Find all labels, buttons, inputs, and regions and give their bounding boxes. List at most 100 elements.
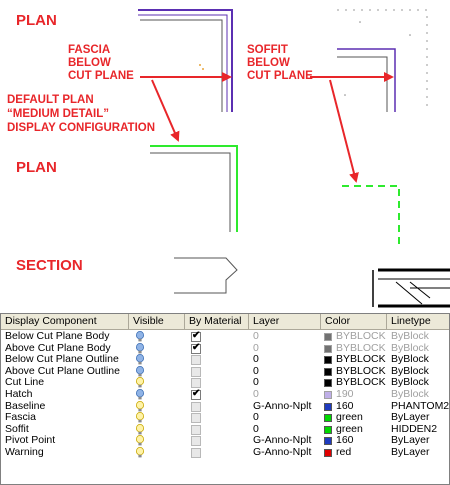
checkmark-icon: ✔	[192, 330, 201, 341]
color-value[interactable]: green	[336, 412, 363, 424]
color-value[interactable]: BYBLOCK	[336, 342, 386, 354]
lightbulb-off-icon[interactable]	[135, 446, 145, 459]
table-row[interactable]: Fascia 0 green ByLayer	[1, 412, 449, 424]
layer-value[interactable]: 0	[253, 377, 259, 389]
color-value[interactable]: green	[336, 423, 363, 435]
by-material-checkbox[interactable]	[191, 448, 201, 458]
layer-value[interactable]: G-Anno-Nplt	[253, 447, 312, 458]
by-material-checkbox[interactable]	[191, 413, 201, 424]
by-material-checkbox[interactable]: ✔	[191, 330, 201, 342]
column-header-color[interactable]: Color	[321, 314, 387, 330]
by-material-checkbox[interactable]: ✔	[191, 341, 201, 354]
linetype-value[interactable]: ByBlock	[391, 342, 429, 354]
fascia-green-drawing	[150, 145, 238, 232]
linetype-value[interactable]: ByBlock	[391, 331, 429, 342]
layer-value[interactable]: 0	[253, 354, 259, 366]
column-header-display-component[interactable]: Display Component	[1, 314, 129, 330]
layer-value[interactable]: G-Anno-Nplt	[253, 435, 312, 447]
color-swatch	[324, 356, 332, 365]
linetype-value[interactable]: ByLayer	[391, 447, 430, 458]
lightbulb-on-icon[interactable]	[135, 354, 145, 366]
lightbulb-off-icon[interactable]	[135, 412, 145, 424]
layer-value[interactable]: G-Anno-Nplt	[253, 400, 312, 412]
by-material-checkbox[interactable]	[191, 436, 201, 447]
lightbulb-on-icon[interactable]	[135, 330, 145, 343]
section-drawing-right	[372, 268, 450, 308]
lightbulb-on-icon[interactable]	[135, 365, 145, 378]
component-name: Baseline	[5, 400, 46, 412]
by-material-checkbox[interactable]	[191, 401, 201, 412]
callout-arrows	[140, 72, 394, 183]
component-name: Cut Line	[5, 377, 45, 389]
table-row[interactable]: Cut Line 0 BYBLOCK ByBlock	[1, 377, 449, 389]
soffit-plan-drawing	[337, 9, 428, 112]
linetype-value[interactable]: ByBlock	[391, 377, 429, 389]
table-row[interactable]: Warning G-Anno-Nplt red ByLayer	[1, 446, 449, 459]
component-name: Warning	[5, 447, 44, 458]
linetype-value[interactable]: ByBlock	[391, 389, 429, 400]
table-row[interactable]: Pivot Point G-Anno-Nplt 160 ByLayer	[1, 435, 449, 447]
layer-value[interactable]: 0	[253, 365, 259, 377]
linetype-value[interactable]: ByBlock	[391, 354, 429, 366]
soffit-green-drawing	[342, 185, 400, 247]
column-header-by-material[interactable]: By Material	[185, 314, 249, 330]
by-material-checkbox[interactable]	[191, 378, 201, 389]
display-config-callout: DEFAULT PLAN “MEDIUM DETAIL” DISPLAY CON…	[7, 94, 156, 134]
color-value[interactable]: 160	[336, 435, 354, 447]
component-name: Above Cut Plane Outline	[5, 365, 120, 377]
color-swatch	[324, 437, 332, 446]
color-value[interactable]: 160	[336, 400, 354, 412]
color-value[interactable]: BYBLOCK	[336, 331, 386, 342]
section-label: SECTION	[16, 257, 83, 274]
component-name: Fascia	[5, 412, 36, 424]
layer-value[interactable]: 0	[253, 389, 259, 400]
display-properties-grid: Display Component Visible By Material La…	[0, 313, 450, 485]
layer-value[interactable]: 0	[253, 412, 259, 424]
linetype-value[interactable]: HIDDEN2	[391, 423, 438, 435]
plan-label-top: PLAN	[16, 12, 57, 29]
column-header-visible[interactable]: Visible	[129, 314, 185, 330]
color-value[interactable]: BYBLOCK	[336, 377, 386, 389]
lightbulb-on-icon[interactable]	[135, 388, 145, 401]
linetype-value[interactable]: PHANTOM2	[391, 400, 450, 412]
lightbulb-off-icon[interactable]	[135, 377, 145, 389]
color-value[interactable]: red	[336, 447, 352, 458]
component-name: Soffit	[5, 423, 29, 435]
color-swatch	[324, 414, 332, 423]
layer-value[interactable]: 0	[253, 423, 259, 435]
by-material-checkbox[interactable]: ✔	[191, 388, 201, 400]
column-header-layer[interactable]: Layer	[249, 314, 321, 330]
lightbulb-on-icon[interactable]	[135, 342, 145, 355]
linetype-value[interactable]: ByLayer	[391, 412, 430, 424]
layer-value[interactable]: 0	[253, 342, 259, 354]
by-material-checkbox[interactable]	[191, 366, 201, 377]
color-swatch	[324, 333, 332, 341]
component-name: Pivot Point	[5, 435, 56, 447]
color-swatch	[324, 344, 332, 353]
by-material-checkbox[interactable]	[191, 424, 201, 435]
color-value[interactable]: BYBLOCK	[336, 354, 386, 366]
fascia-callout: FASCIA BELOW CUT PLANE	[68, 44, 134, 82]
checkmark-icon: ✔	[192, 341, 201, 353]
component-name: Below Cut Plane Outline	[5, 354, 119, 366]
lightbulb-off-icon[interactable]	[135, 400, 145, 413]
column-header-linetype[interactable]: Linetype	[391, 315, 431, 327]
table-row[interactable]: Baseline G-Anno-Nplt 160 PHANTOM2	[1, 400, 450, 413]
table-row[interactable]: Below Cut Plane Outline 0 BYBLOCK ByBlock	[1, 354, 449, 366]
linetype-value[interactable]: ByBlock	[391, 365, 429, 377]
by-material-checkbox[interactable]	[191, 355, 201, 366]
table-row[interactable]: Soffit 0 green HIDDEN2	[1, 423, 449, 436]
linetype-value[interactable]: ByLayer	[391, 435, 430, 447]
color-value[interactable]: BYBLOCK	[336, 365, 386, 377]
color-swatch	[324, 449, 332, 457]
lightbulb-off-icon[interactable]	[135, 435, 145, 447]
color-swatch	[324, 379, 332, 388]
layer-value[interactable]: 0	[253, 331, 259, 342]
color-value[interactable]: 190	[336, 389, 354, 400]
lightbulb-off-icon[interactable]	[135, 423, 145, 436]
table-row[interactable]: Above Cut Plane Outline 0 BYBLOCK ByBlock	[1, 365, 449, 378]
color-swatch	[324, 391, 332, 399]
